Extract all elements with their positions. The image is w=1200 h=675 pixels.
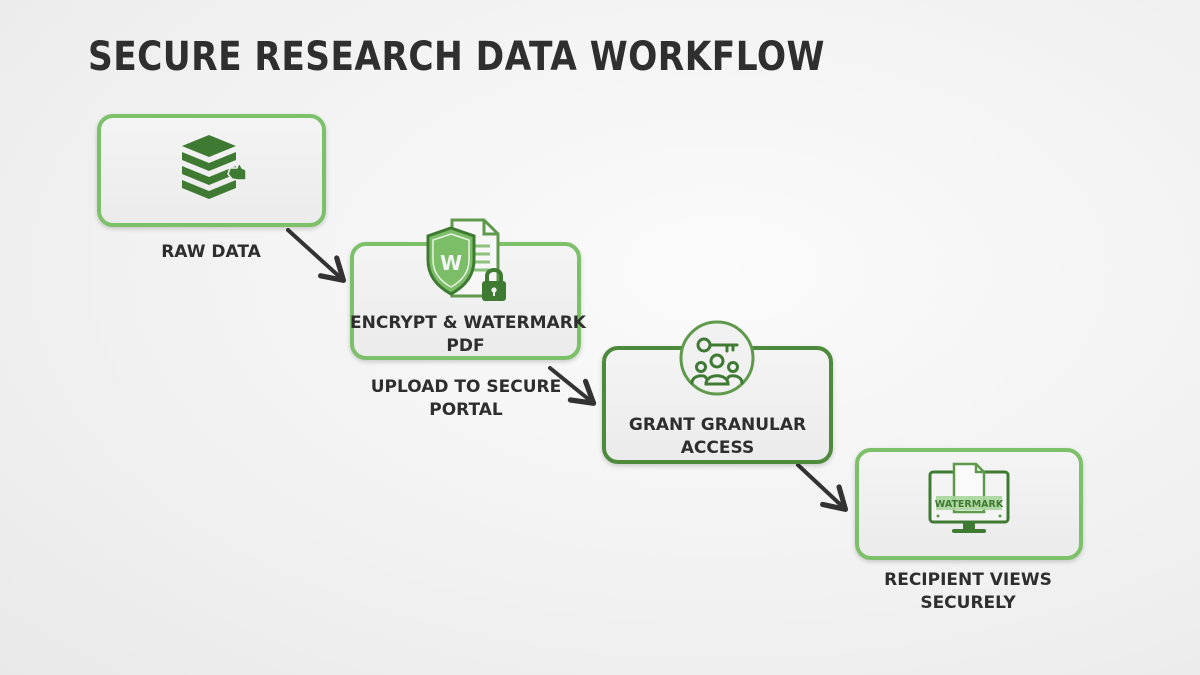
arrow-3 [796, 463, 849, 512]
database-stack-icon [182, 135, 247, 199]
step-raw-data-label: RAW DATA [161, 242, 261, 262]
step-upload-label-line1: UPLOAD TO SECURE [370, 377, 562, 397]
step-upload-label: UPLOAD TO SECURE PORTAL [366, 376, 566, 422]
arrow-1 [286, 228, 347, 283]
step-encrypt-label: ENCRYPT & WATERMARK PDF [350, 312, 586, 358]
step-encrypt-label-line1: ENCRYPT & WATERMARK [350, 313, 586, 333]
step-grant-access-label-line1: GRANT GRANULAR [628, 415, 807, 435]
step-recipient-label-line1: RECIPIENT VIEWS [884, 570, 1052, 590]
arrow-2 [548, 366, 597, 406]
step-recipient-label-line2: SECURELY [920, 593, 1016, 613]
step-recipient-label: RECIPIENT VIEWS SECURELY [868, 569, 1068, 615]
step-grant-access-label: GRANT GRANULAR ACCESS [602, 414, 833, 460]
step-upload-label-line2: PORTAL [429, 400, 503, 420]
monitor-watermark-icon: WATERMARK [928, 462, 1010, 533]
step-raw-data-box [97, 114, 326, 227]
step-encrypt-label-line2: PDF [446, 336, 485, 356]
key-users-icon [679, 320, 755, 396]
page-title: SECURE RESEARCH DATA WORKFLOW [88, 34, 825, 80]
shield-document-lock-icon: W [426, 218, 506, 301]
monitor-watermark-text: WATERMARK [935, 499, 1004, 510]
shield-letter: W [440, 251, 462, 275]
step-grant-access-label-line2: ACCESS [680, 438, 755, 458]
